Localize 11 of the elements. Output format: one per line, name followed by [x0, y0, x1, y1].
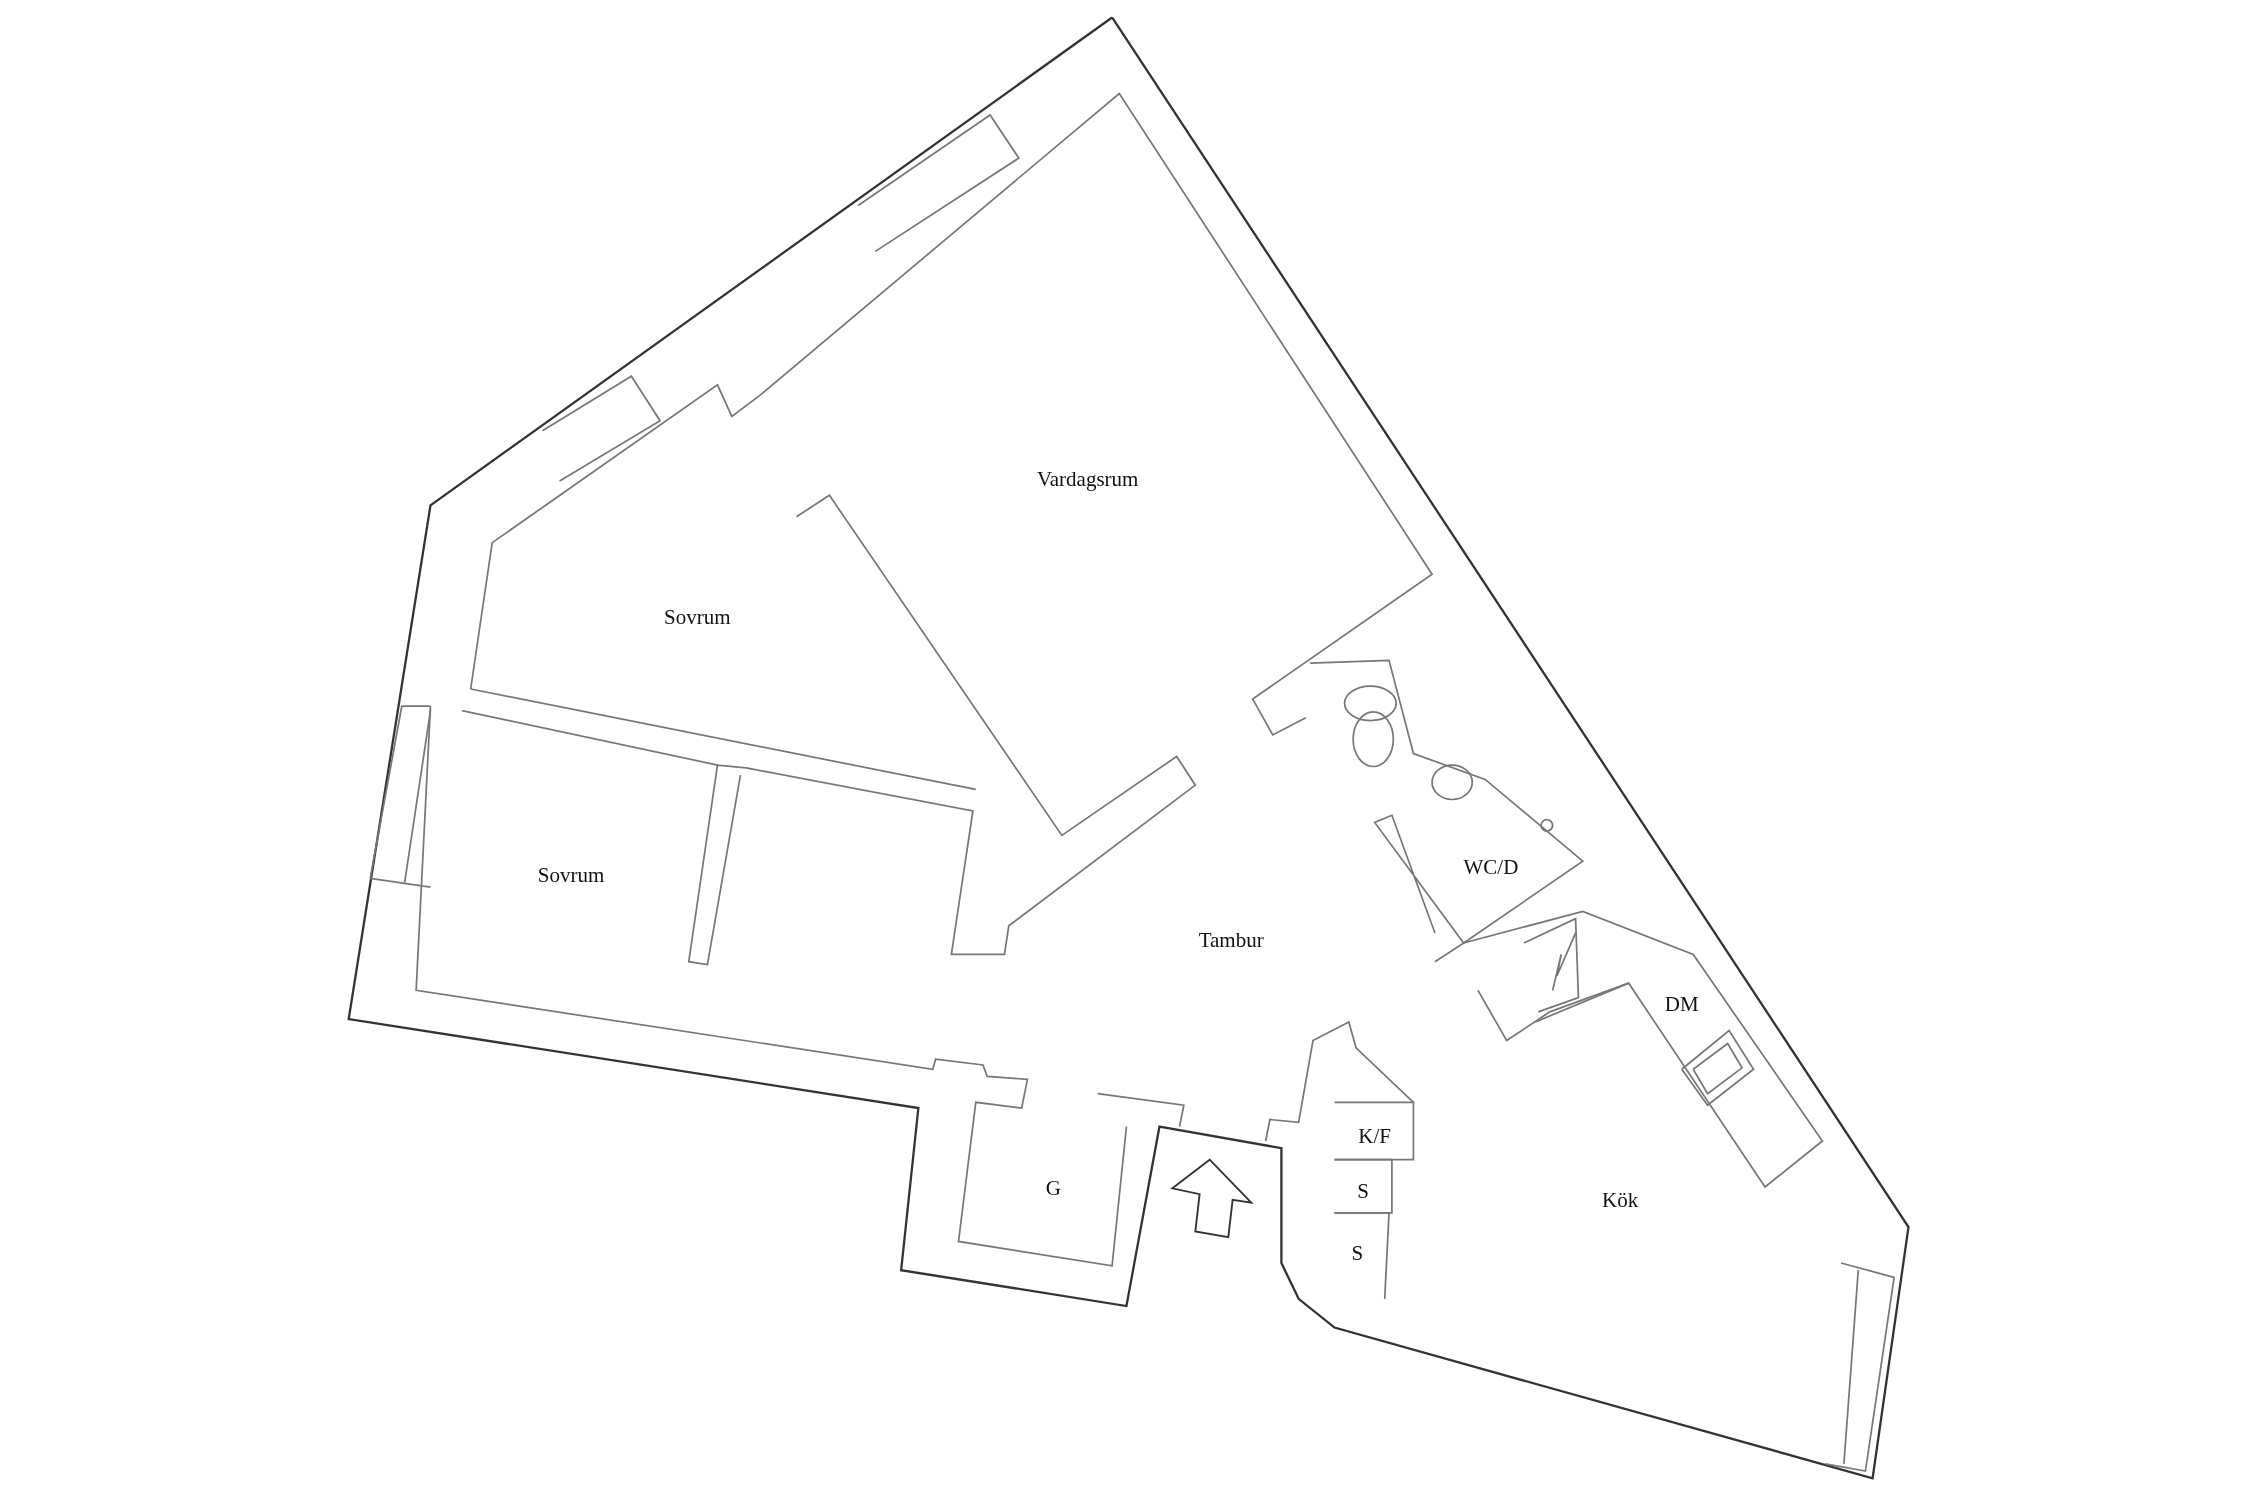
room-label: WC/D: [1463, 854, 1519, 880]
room-label: Kök: [1601, 1187, 1639, 1213]
room-label: K/F: [1358, 1123, 1391, 1149]
room-label: Sovrum: [537, 862, 605, 888]
room-label: Vardagsrum: [1036, 466, 1139, 492]
room-label: G: [1045, 1175, 1061, 1201]
room-label: S: [1357, 1178, 1370, 1204]
room-label: Sovrum: [664, 604, 731, 630]
room-label: Tambur: [1198, 927, 1264, 953]
room-label: DM: [1664, 991, 1699, 1017]
room-label: S: [1351, 1240, 1364, 1266]
